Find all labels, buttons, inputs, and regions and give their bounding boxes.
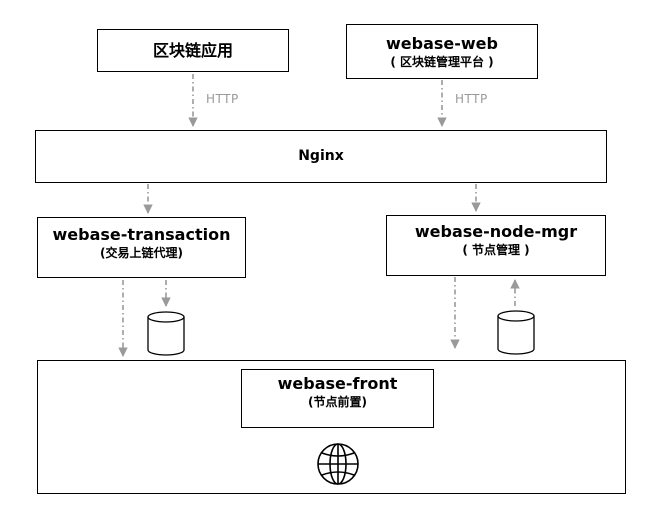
webase-web-title: webase-web	[386, 33, 498, 53]
blockchain-app-box: 区块链应用	[97, 29, 289, 72]
webase-node-mgr-box: webase-node-mgr ( 节点管理 )	[386, 215, 606, 276]
database-icon	[147, 311, 185, 356]
webase-front-title: webase-front	[277, 374, 398, 393]
webase-web-subtitle: ( 区块链管理平台 )	[390, 54, 494, 69]
webase-web-box: webase-web ( 区块链管理平台 )	[346, 24, 538, 79]
webase-front-subtitle: (节点前置)	[308, 395, 367, 409]
protocol-label-right: HTTP	[455, 92, 488, 106]
nginx-title: Nginx	[298, 148, 344, 164]
protocol-label-left: HTTP	[206, 92, 239, 106]
globe-icon	[317, 443, 359, 485]
webase-transaction-subtitle: (交易上链代理)	[100, 246, 183, 260]
webase-transaction-box: webase-transaction (交易上链代理)	[37, 217, 246, 278]
database-icon	[497, 310, 535, 355]
webase-node-mgr-subtitle: ( 节点管理 )	[462, 243, 530, 257]
webase-node-mgr-title: webase-node-mgr	[414, 222, 578, 241]
blockchain-app-title: 区块链应用	[152, 41, 233, 60]
webase-front-box: webase-front (节点前置)	[241, 369, 434, 428]
webase-transaction-title: webase-transaction	[52, 225, 231, 244]
nginx-box: Nginx	[35, 130, 607, 183]
